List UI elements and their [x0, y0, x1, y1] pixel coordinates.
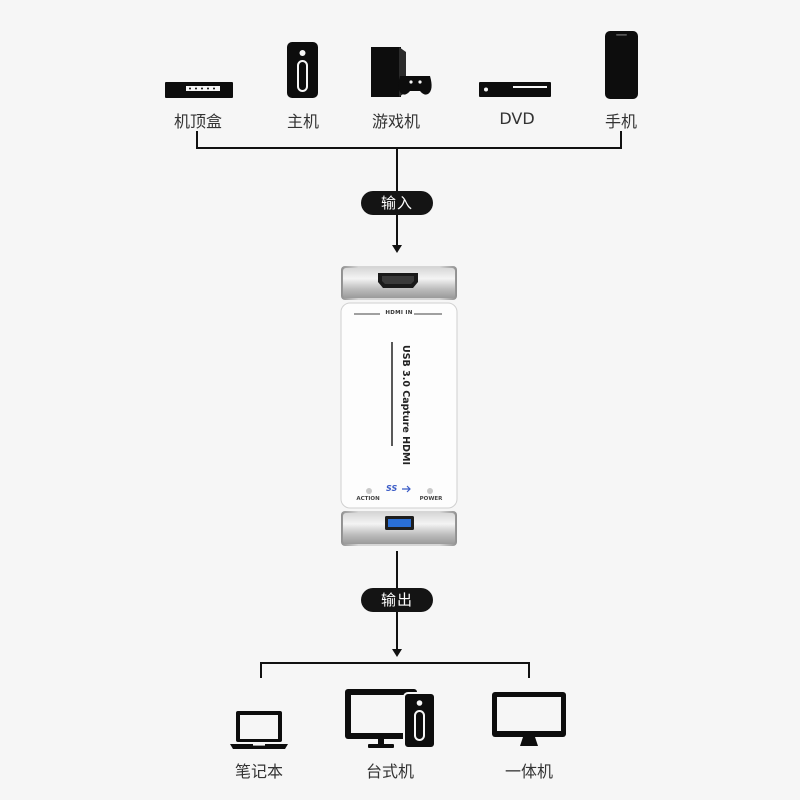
- source-label-set-top-box: 机顶盒: [173, 112, 222, 131]
- device-title-line2: HDMI: [400, 436, 411, 465]
- input-connector: [196, 131, 622, 246]
- device-title-line1: USB 3.0 Capture: [400, 345, 411, 433]
- output-arrowhead: [392, 649, 402, 657]
- game-console-icon: [371, 47, 432, 97]
- source-label-host: 主机: [286, 112, 319, 131]
- pc-tower-icon: [287, 42, 318, 98]
- target-label-all-in-one: 一体机: [504, 762, 553, 781]
- usb-port-icon: [385, 516, 414, 530]
- usb-ss-logo: SS: [386, 484, 398, 493]
- output-pill: 输出: [361, 588, 433, 612]
- target-label-desktop: 台式机: [365, 762, 414, 781]
- source-label-phone: 手机: [604, 112, 637, 131]
- target-label-laptop: 笔记本: [234, 762, 283, 781]
- capture-device: [340, 266, 458, 546]
- all-in-one-pc-icon: [492, 692, 566, 746]
- laptop-icon: [230, 711, 288, 749]
- set-top-box-icon: [165, 82, 233, 98]
- hdmi-port-icon: [378, 273, 418, 288]
- power-label: POWER: [419, 496, 443, 502]
- desktop-computer-icon: [345, 689, 436, 749]
- hdmi-in-label: HDMI IN: [385, 310, 413, 316]
- source-label-dvd: DVD: [499, 109, 535, 128]
- output-connector: [260, 551, 530, 678]
- action-label: ACTION: [356, 496, 380, 502]
- source-label-game-console: 游戏机: [371, 112, 420, 131]
- input-pill: 输入: [361, 191, 433, 215]
- smartphone-icon: [605, 31, 638, 99]
- device-title: USB 3.0 Capture HDMI: [397, 345, 411, 465]
- dvd-player-icon: [479, 82, 551, 97]
- input-arrowhead: [392, 245, 402, 253]
